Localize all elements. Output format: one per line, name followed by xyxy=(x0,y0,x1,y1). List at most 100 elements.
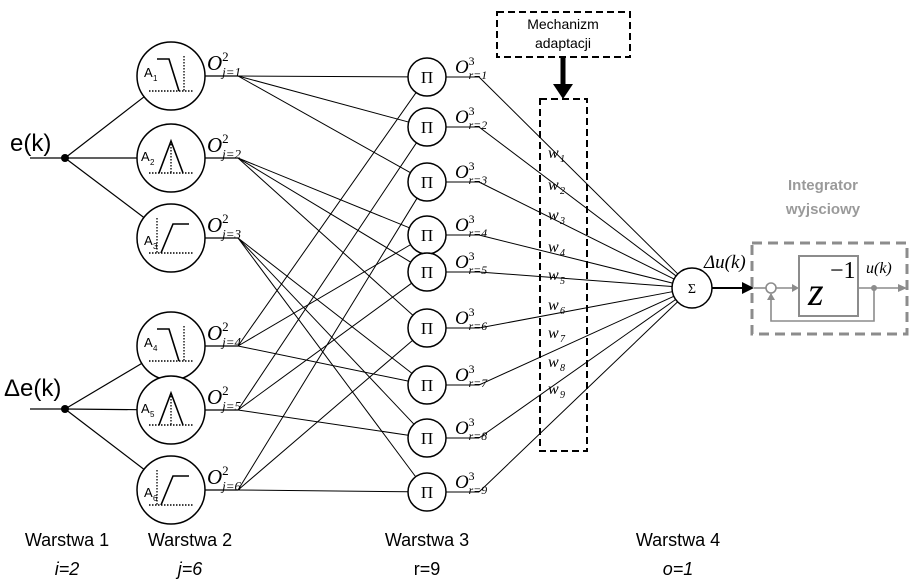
mf-output-label-base: O xyxy=(207,385,222,409)
rule-output-label-sup: 3 xyxy=(469,470,475,483)
rule-output-label-sub: r=8 xyxy=(469,430,488,443)
rule-connection-wire xyxy=(237,339,413,491)
rule-node-circle xyxy=(407,418,447,458)
rule-node-9: Π xyxy=(407,472,447,512)
rule-output-label-sub: r=5 xyxy=(469,264,488,277)
rule-output-label-base: O xyxy=(455,365,469,386)
weight-sub: 5 xyxy=(560,276,565,287)
delay-label-sup: −1 xyxy=(830,258,856,284)
rule-output-label-sup: 3 xyxy=(469,105,475,118)
rule-output-label-sub: r=6 xyxy=(469,320,488,333)
rule-output-label-base: O xyxy=(455,472,469,493)
layer-label-1: Warstwa 1 i=2 xyxy=(25,530,109,579)
rule-connection-wire xyxy=(237,142,417,411)
weight-sub: 4 xyxy=(560,248,565,259)
adaptation-box xyxy=(496,11,631,58)
rule-connection-wire xyxy=(237,75,409,78)
layer-name: Warstwa 1 xyxy=(25,530,109,550)
mf-output-label-sub: j=3 xyxy=(220,227,241,242)
product-symbol: Π xyxy=(421,68,433,87)
rule-connection-wire xyxy=(237,244,411,347)
weight-wire xyxy=(478,126,677,277)
adaptation-label-line2: adaptacji xyxy=(535,35,591,51)
sum-symbol: Σ xyxy=(688,282,696,297)
rule-output-label-base: O xyxy=(455,215,469,236)
rule-output-label-base: O xyxy=(455,308,469,329)
mf-label-base: A xyxy=(144,335,153,350)
mf-output-label-base: O xyxy=(207,133,222,157)
input-label-e: e(k) xyxy=(10,130,51,157)
layer-label-2: Warstwa 2j=6 xyxy=(148,530,232,579)
rule-output-label-sub: r=9 xyxy=(469,484,488,497)
product-symbol: Π xyxy=(421,376,433,395)
input-branch-wire xyxy=(64,362,143,410)
integrator-output-arrowhead xyxy=(898,284,907,292)
rule-connection-wire xyxy=(237,282,412,411)
mf-label-base: A xyxy=(141,149,150,164)
rule-output-label-base: O xyxy=(455,57,469,78)
rule-output-label-sup: 3 xyxy=(469,213,475,226)
weight-base: w xyxy=(548,145,559,162)
mf-output-label-sup: 2 xyxy=(222,383,229,398)
layer-label-3: Warstwa 3r=9 xyxy=(385,530,469,579)
mf-shape xyxy=(160,475,189,506)
rule-output-label-sup: 3 xyxy=(469,363,475,376)
delay-label-base: z xyxy=(807,269,824,314)
rule-connection-wire xyxy=(237,75,411,174)
weight-base: w xyxy=(548,239,559,256)
mf-output-label-sup: 2 xyxy=(222,319,229,334)
mf-output-label-sup: 2 xyxy=(222,211,229,226)
mf-output-label-sup: 2 xyxy=(222,49,229,64)
mf-label-sub: 4 xyxy=(153,344,158,353)
rule-node-circle xyxy=(407,365,447,405)
mf-label-sub: 6 xyxy=(153,494,158,503)
mf-output-label-sub: j=1 xyxy=(220,65,241,80)
feedback-arrowhead xyxy=(767,293,775,300)
rule-output-label-base: O xyxy=(455,418,469,439)
membership-node-circle xyxy=(136,123,206,193)
rule-output-label-sup: 3 xyxy=(469,416,475,429)
integrator-title-line2: wyjsciowy xyxy=(785,201,861,218)
product-symbol: Π xyxy=(421,173,433,192)
product-symbol: Π xyxy=(421,429,433,448)
layer-label-4: Warstwa 4o=1 xyxy=(636,530,720,579)
rule-node-6: Π xyxy=(407,308,447,348)
product-symbol: Π xyxy=(421,319,433,338)
mf-output-label-base: O xyxy=(207,321,222,345)
mf-label-sub: 2 xyxy=(150,158,155,167)
rule-connection-wire xyxy=(237,157,414,316)
delay-arrowhead xyxy=(792,284,799,292)
input-branch-wire xyxy=(64,408,138,411)
rule-connection-wire xyxy=(237,237,413,374)
rule-connection-wire xyxy=(237,157,410,229)
mf-output-label-sub: j=4 xyxy=(220,335,241,350)
rule-node-5: Π xyxy=(407,252,447,292)
sum-node: Σ xyxy=(671,267,713,309)
delay-block xyxy=(798,255,859,317)
weight-sub: 7 xyxy=(560,334,566,345)
weight-sub: 2 xyxy=(560,186,565,197)
layer-param: i=2 xyxy=(55,559,80,579)
rule-output-label-sub: r=1 xyxy=(469,69,487,82)
weight-wire xyxy=(478,234,673,284)
rule-node-circle xyxy=(407,107,447,147)
layer-name: Warstwa 3 xyxy=(385,530,469,550)
